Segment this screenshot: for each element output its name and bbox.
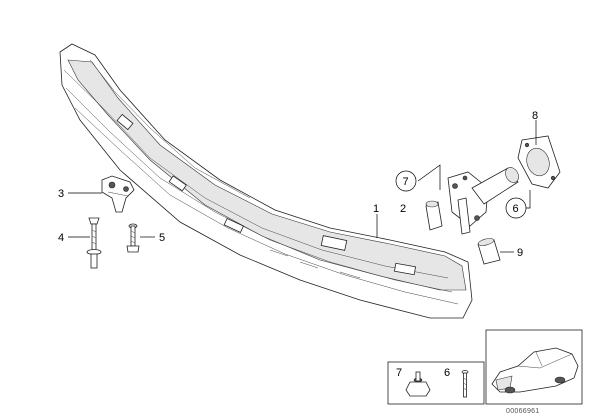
- callout-1: 1: [373, 203, 379, 215]
- callout-7-circle: [395, 170, 417, 192]
- bracket-drawing: [101, 175, 135, 213]
- legend-panel: 7 6: [387, 361, 485, 405]
- callout-3: 3: [58, 188, 64, 200]
- bumper-carrier-drawing: [59, 43, 473, 319]
- leader-lines: [68, 120, 537, 253]
- car-icon: [491, 347, 579, 394]
- screw-5-drawing: [126, 223, 140, 253]
- bolt-4-drawing: [86, 217, 102, 269]
- impact-absorber-drawing: [425, 167, 519, 235]
- legend-label-7: 7: [396, 367, 402, 379]
- callout-2: 2: [400, 203, 406, 215]
- callout-6-circle: [505, 197, 527, 219]
- reference-number: 00066961: [506, 408, 540, 415]
- sleeve-drawing: [477, 238, 501, 265]
- callouts: 3 4 5 1 2 7 6 8 9: [58, 110, 538, 259]
- callout-7: 7: [403, 176, 409, 188]
- legend-label-6: 6: [444, 367, 450, 379]
- callout-9: 9: [517, 247, 523, 259]
- gasket-drawing: [517, 135, 561, 189]
- callout-8: 8: [532, 110, 538, 122]
- screw-icon: [461, 370, 469, 398]
- callout-5: 5: [159, 232, 165, 244]
- car-thumbnail-panel: [485, 329, 583, 405]
- nut-icon: [405, 371, 431, 397]
- callout-4: 4: [58, 232, 64, 244]
- callout-6: 6: [513, 203, 519, 215]
